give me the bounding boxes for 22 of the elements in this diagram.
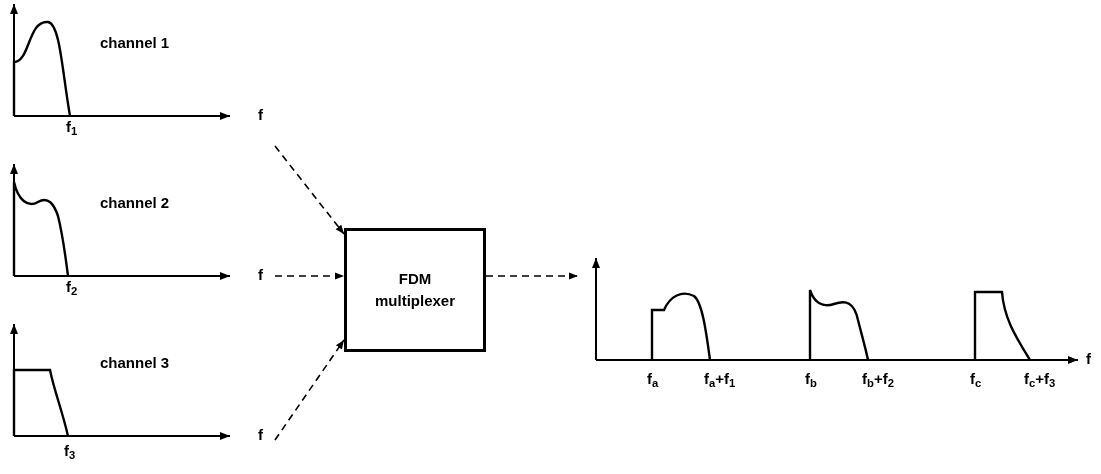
box-label: FDM multiplexer <box>374 269 456 311</box>
axis-label: f <box>1086 350 1091 368</box>
axis-label: f$_{c}$ <box>970 370 982 388</box>
axis-label: f$_{b}$+f$_{2}$ <box>862 370 894 388</box>
axis-label: f <box>258 266 263 284</box>
multiplexer-box <box>344 228 486 352</box>
dashed-arrow <box>274 272 345 280</box>
axis-label: f <box>258 426 263 444</box>
axis-label: f$_{a}$ <box>647 370 659 388</box>
axis-label: f$_{1}$ <box>66 118 78 136</box>
axis-label: f$_{3}$ <box>64 442 76 460</box>
axis-label: f$_{c}$+f$_{3}$ <box>1024 370 1056 388</box>
axis-label: f$_{2}$ <box>66 278 78 296</box>
channel-label: channel 3 <box>100 354 170 372</box>
dashed-arrow <box>274 339 345 441</box>
axis-label: f$_{b}$ <box>805 370 817 388</box>
channel-label: channel 1 <box>100 34 170 52</box>
axis-label: f <box>258 106 263 124</box>
channel-label: channel 2 <box>100 194 170 212</box>
dashed-arrow <box>274 145 345 235</box>
axis-label: f$_{a}$+f$_{1}$ <box>704 370 736 388</box>
dashed-arrow <box>485 272 579 280</box>
